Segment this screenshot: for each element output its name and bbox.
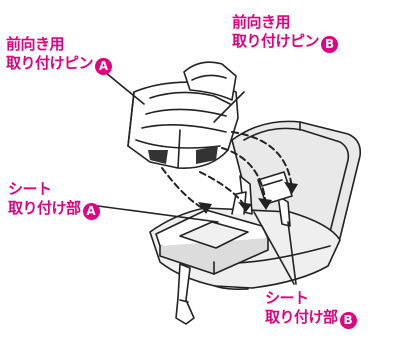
label-pin-a-line1: 前向き用 [6,35,65,53]
leader-line-seat-b-2 [287,221,297,285]
leader-line-seat-b-1 [253,211,295,285]
arrowheads [198,182,298,214]
label-pin-b-line1: 前向き用 [232,13,291,31]
label-seat-a-text: 取り付け部 [8,199,81,217]
label-pin-b-text: 取り付けピン [232,32,320,50]
badge-b: B [321,36,339,53]
label-seat-a-line1: シート [8,180,52,198]
child-seat-shell [127,61,239,169]
car-seat-base [155,191,269,275]
support-leg [175,263,195,325]
label-pin-a-text: 取り付けピン [6,54,94,72]
leader-line-pin-b [213,91,245,123]
badge-seat-b: B [339,312,357,329]
label-seat-b-text: 取り付け部 [265,308,338,326]
leader-line-seat-a [97,205,219,223]
badge-seat-a: A [82,203,100,220]
seat-anchor-b [239,171,293,227]
badge-a: A [95,58,113,75]
label-seat-b-line1: シート [265,289,309,307]
